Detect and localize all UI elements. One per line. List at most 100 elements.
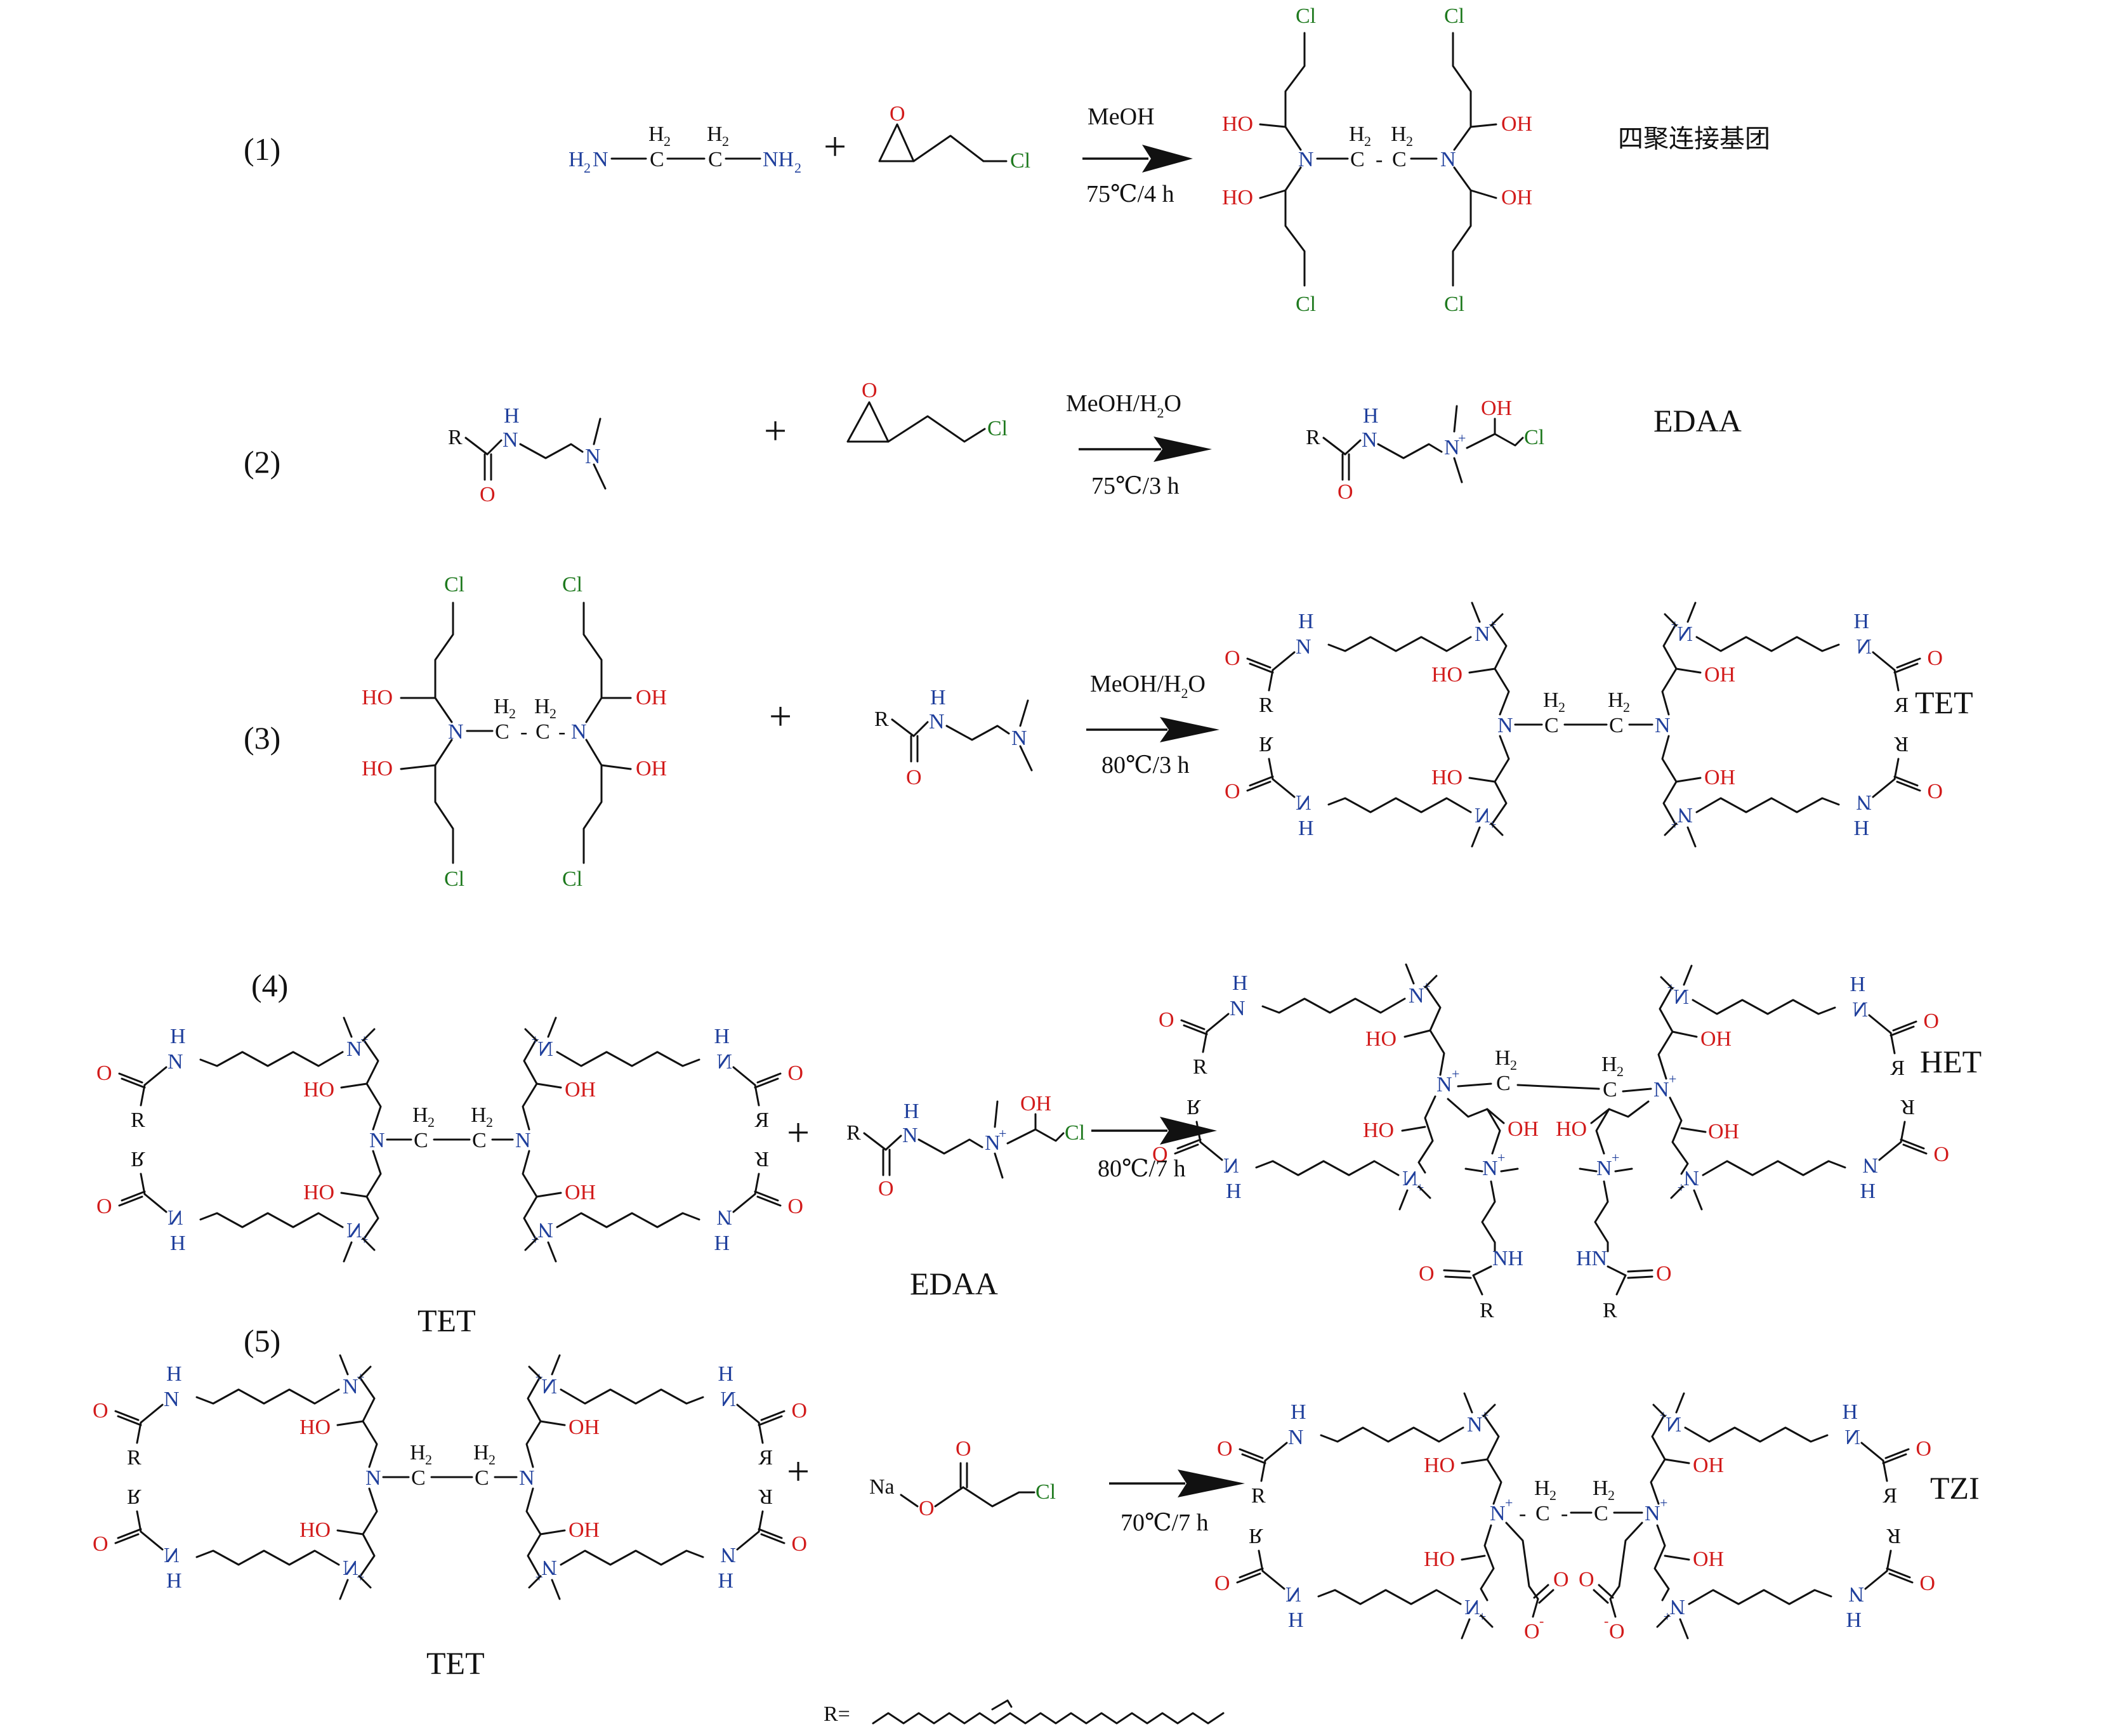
svg-text:OH: OH bbox=[1704, 766, 1735, 789]
plus-sign-5: + bbox=[787, 1449, 810, 1494]
svg-text:N: N bbox=[515, 1129, 531, 1152]
svg-text:2: 2 bbox=[549, 706, 556, 721]
svg-text:C: C bbox=[708, 148, 723, 171]
svg-text:Cl: Cl bbox=[444, 573, 464, 596]
conditions-temp-2: 75℃/3 h bbox=[1091, 473, 1180, 499]
svg-text:H: H bbox=[1391, 122, 1407, 146]
reaction-arrow-2 bbox=[1079, 437, 1212, 462]
reactant-label-edaa-4: EDAA bbox=[910, 1266, 998, 1301]
svg-text:OH: OH bbox=[1704, 663, 1735, 687]
svg-text:HO: HO bbox=[1431, 663, 1462, 687]
svg-text:N: N bbox=[369, 1129, 385, 1152]
product-het-structure-4: N + C H 2 C H 2 N + HO OH HO OH OH N bbox=[1151, 963, 1950, 1322]
svg-text:O: O bbox=[1609, 1620, 1625, 1643]
conditions-solvent-1: MeOH bbox=[1088, 103, 1155, 130]
svg-text:O: O bbox=[956, 1437, 971, 1461]
svg-text:H: H bbox=[473, 1441, 489, 1464]
svg-text:2: 2 bbox=[489, 1452, 496, 1468]
svg-text:H: H bbox=[494, 695, 509, 718]
conditions-solvent-2: MeOH/H2O bbox=[1066, 390, 1181, 421]
reaction-number-4: (4) bbox=[251, 968, 288, 1003]
svg-text:2: 2 bbox=[1406, 133, 1413, 149]
svg-text:HO: HO bbox=[1222, 186, 1253, 209]
svg-text:OH: OH bbox=[1501, 186, 1532, 209]
svg-text:+: + bbox=[1452, 1066, 1459, 1082]
svg-text:N: N bbox=[1596, 1157, 1612, 1180]
svg-text:Cl: Cl bbox=[1065, 1121, 1085, 1145]
svg-text:HO: HO bbox=[1222, 112, 1253, 136]
reaction-number-3: (3) bbox=[244, 720, 280, 756]
svg-text:OH: OH bbox=[1693, 1454, 1724, 1477]
svg-text:H: H bbox=[504, 404, 520, 428]
svg-text:-: - bbox=[1539, 1613, 1544, 1629]
plus-sign-2: + bbox=[764, 408, 787, 453]
svg-text:NH: NH bbox=[1492, 1247, 1523, 1270]
svg-text:O: O bbox=[1656, 1262, 1672, 1286]
svg-text:2: 2 bbox=[722, 133, 729, 149]
svg-text:OH: OH bbox=[1708, 1120, 1739, 1143]
svg-text:O: O bbox=[919, 1497, 935, 1520]
svg-text:N: N bbox=[1653, 1078, 1669, 1101]
svg-text:C: C bbox=[414, 1129, 428, 1152]
svg-text:C: C bbox=[650, 148, 664, 171]
svg-text:Cl: Cl bbox=[1524, 426, 1544, 449]
svg-text:2: 2 bbox=[1510, 1057, 1517, 1073]
svg-text:H: H bbox=[1593, 1476, 1608, 1500]
svg-text:R: R bbox=[846, 1121, 861, 1145]
reaction-arrow-5 bbox=[1109, 1470, 1245, 1497]
svg-text:C: C bbox=[1544, 714, 1559, 737]
product-name-2: EDAA bbox=[1653, 403, 1742, 438]
reactant-label-tet-5: TET bbox=[426, 1645, 485, 1681]
svg-text:2: 2 bbox=[584, 160, 591, 176]
svg-text:N: N bbox=[902, 1124, 918, 1147]
svg-text:+: + bbox=[1505, 1495, 1513, 1511]
svg-text:2: 2 bbox=[1558, 699, 1565, 715]
svg-text:+: + bbox=[1497, 1150, 1505, 1166]
svg-text:Cl: Cl bbox=[987, 417, 1008, 440]
svg-text:2: 2 bbox=[794, 160, 801, 176]
svg-text:2: 2 bbox=[1617, 1063, 1624, 1079]
svg-text:HO: HO bbox=[1365, 1027, 1397, 1051]
svg-text:2: 2 bbox=[486, 1114, 493, 1130]
svg-text:C: C bbox=[411, 1466, 426, 1490]
svg-text:-: - bbox=[1519, 1502, 1526, 1525]
svg-text:N: N bbox=[1497, 714, 1513, 737]
svg-text:C: C bbox=[1609, 714, 1624, 737]
reaction-arrow-3 bbox=[1086, 717, 1219, 742]
plus-sign-3: + bbox=[769, 694, 792, 739]
svg-text:-: - bbox=[1561, 1502, 1568, 1525]
svg-text:N: N bbox=[1436, 1073, 1452, 1096]
svg-text:OH: OH bbox=[569, 1416, 600, 1439]
svg-text:2: 2 bbox=[664, 133, 671, 149]
product-name-5: TZI bbox=[1930, 1470, 1980, 1506]
svg-text:2: 2 bbox=[1623, 699, 1630, 715]
svg-text:Cl: Cl bbox=[562, 867, 582, 891]
svg-text:HO: HO bbox=[1556, 1117, 1587, 1141]
svg-text:2: 2 bbox=[1549, 1487, 1556, 1503]
reactant-epichlorohydrin-2: O Cl bbox=[846, 379, 1008, 443]
reactant-edaa-structure-4: R O N H N + OH Cl bbox=[846, 1092, 1085, 1200]
svg-text:H: H bbox=[534, 695, 550, 718]
svg-text:Cl: Cl bbox=[444, 867, 464, 891]
plus-sign-1: + bbox=[824, 124, 846, 169]
reaction-arrow-1 bbox=[1082, 145, 1193, 173]
svg-text:+: + bbox=[1612, 1150, 1619, 1166]
product-name-1: 四聚连接基团 bbox=[1618, 124, 1770, 154]
svg-text:R: R bbox=[1306, 426, 1320, 449]
conditions-solvent-3: MeOH/H2O bbox=[1090, 671, 1206, 701]
reactant-tet-structure-4: N C H 2 C H 2 N HO OH HO OH bbox=[95, 1016, 805, 1263]
svg-text:2: 2 bbox=[509, 706, 516, 721]
svg-text:R: R bbox=[448, 426, 463, 449]
svg-text:HO: HO bbox=[1424, 1548, 1455, 1571]
product-name-3: TET bbox=[1915, 685, 1973, 720]
svg-text:N: N bbox=[1444, 436, 1460, 459]
svg-text:2: 2 bbox=[1364, 133, 1371, 149]
svg-text:O: O bbox=[906, 766, 922, 789]
reactant-ethylenediamine: H 2 N C H 2 C H 2 NH 2 bbox=[569, 122, 801, 176]
svg-text:HO: HO bbox=[1424, 1454, 1455, 1477]
svg-text:HO: HO bbox=[1363, 1119, 1394, 1142]
svg-text:C: C bbox=[475, 1466, 489, 1490]
svg-text:O: O bbox=[890, 102, 905, 126]
svg-text:OH: OH bbox=[1693, 1548, 1724, 1571]
